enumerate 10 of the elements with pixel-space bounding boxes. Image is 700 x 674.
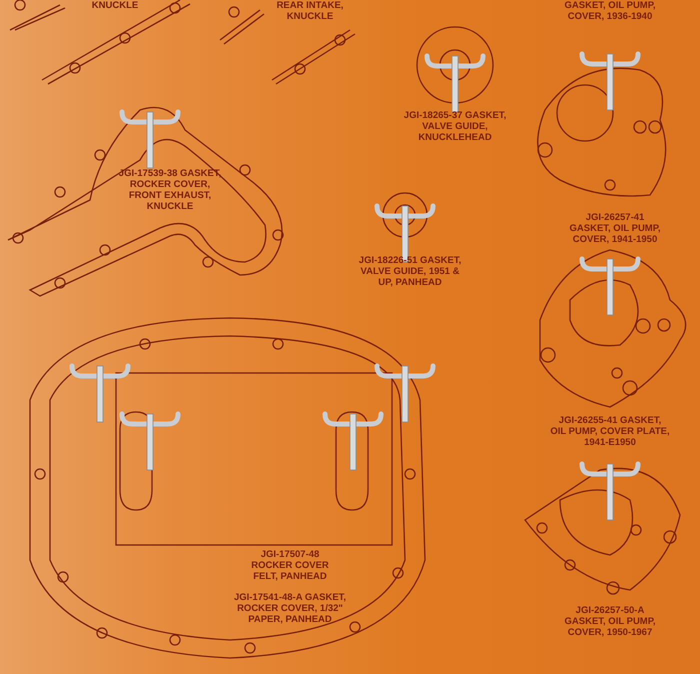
part-label: REAR INTAKE, KNUCKLE — [276, 0, 344, 22]
part-label: JGI-26255-41 GASKET, OIL PUMP, COVER PLATE, 1941-E1950 — [550, 415, 670, 448]
part-label: JGI-26257-50-A GASKET, OIL PUMP, COVER, 1950-1967 — [564, 605, 656, 638]
part-label: JGI-17541-48-A GASKET, ROCKER COVER, 1/32" PAPER, PANHEAD — [232, 592, 348, 625]
part-label: GASKET, OIL PUMP, COVER, 1936-1940 — [564, 0, 656, 22]
part-label: KNUCKLE — [90, 0, 140, 11]
part-label: JGI-26257-41 GASKET, OIL PUMP, COVER, 1941-1950 — [568, 212, 662, 245]
part-label: JGI-18265-37 GASKET, VALVE GUIDE, KNUCKLEHEAD — [402, 110, 508, 143]
part-label: JGI-17507-48 ROCKER COVER FELT, PANHEAD — [250, 549, 330, 582]
part-label: JGI-18226-51 GASKET, VALVE GUIDE, 1951 & UP, PANHEAD — [358, 255, 462, 288]
